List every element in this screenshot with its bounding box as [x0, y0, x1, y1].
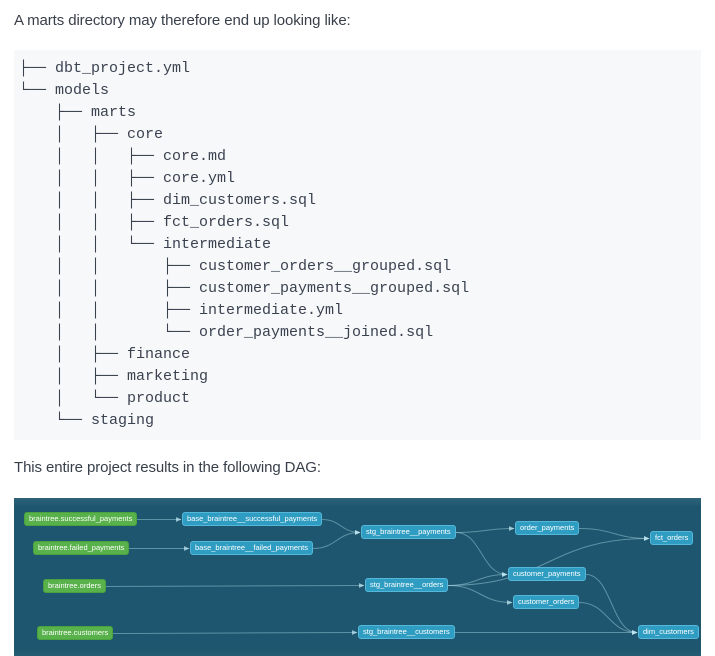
dag-node-order-payments: order_payments — [515, 521, 579, 536]
dag-edge-braintree-customers--stg-braintree-customers — [113, 632, 357, 633]
dag-edge-stg-braintree-payments--order-payments — [456, 528, 514, 532]
dag-node-stg-braintree-payments: stg_braintree__payments — [361, 525, 456, 540]
dag-edge-braintree-orders--stg-braintree-orders — [106, 585, 364, 586]
dag-node-customer-payments: customer_payments — [508, 567, 586, 582]
dag-node-base-braintree-failed-payments: base_braintree__failed_payments — [190, 541, 313, 556]
dag-edge-base-braintree-successful-payments--stg-braintree-payments — [322, 519, 360, 532]
dag-node-braintree-orders: braintree.orders — [43, 579, 106, 594]
dag-node-base-braintree-successful-payments: base_braintree__successful_payments — [182, 512, 322, 527]
directory-tree-code-block: ├── dbt_project.yml └── models ├── marts… — [14, 50, 701, 440]
dag-node-stg-braintree-customers: stg_braintree__customers — [358, 625, 455, 640]
intro-paragraph: A marts directory may therefore end up l… — [14, 11, 701, 31]
directory-tree: ├── dbt_project.yml └── models ├── marts… — [19, 60, 469, 429]
dag-edge-customer-orders--dim-customers — [579, 602, 637, 632]
dag-edge-customer-payments--dim-customers — [586, 574, 637, 632]
dag-edge-order-payments--fct-orders — [579, 528, 649, 538]
dag-edge-stg-braintree-orders--customer-orders — [448, 585, 512, 602]
dag-image: braintree.successful_payments braintree.f… — [14, 498, 701, 656]
dag-node-stg-braintree-orders: stg_braintree__orders — [365, 578, 448, 593]
dag-node-customer-orders: customer_orders — [513, 595, 579, 610]
dag-node-braintree-failed-payments: braintree.failed_payments — [33, 541, 129, 556]
dag-caption: This entire project results in the follo… — [14, 458, 701, 478]
dag-node-braintree-customers: braintree.customers — [37, 626, 113, 641]
dag-node-braintree-successful-payments: braintree.successful_payments — [24, 512, 137, 527]
dag-edge-base-braintree-failed-payments--stg-braintree-payments — [313, 532, 360, 548]
dag-node-fct-orders: fct_orders — [650, 531, 693, 546]
dag-node-dim-customers: dim_customers — [638, 625, 699, 640]
dag-edge-stg-braintree-payments--customer-payments — [456, 532, 507, 574]
